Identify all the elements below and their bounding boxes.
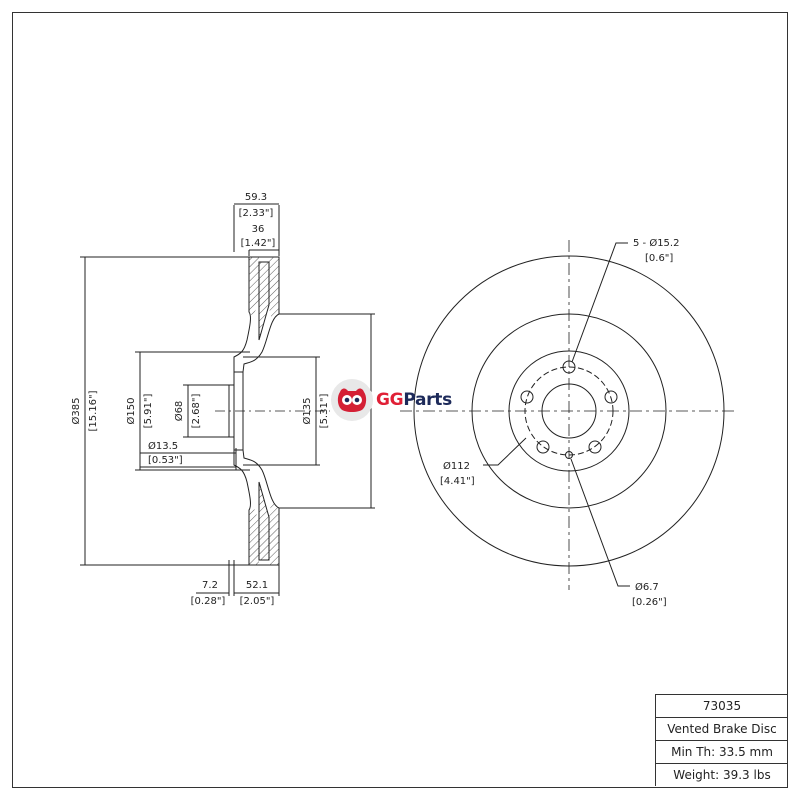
hat-height-mm: 52.1 [246, 580, 268, 591]
weight: Weight: 39.3 lbs [655, 763, 788, 786]
upper-vent-slot [258, 261, 270, 341]
bolt-hole-3 [588, 440, 602, 454]
leader-bolt-holes [571, 242, 628, 363]
part-description: Vented Brake Disc [655, 717, 788, 740]
leader-bolt-circle [483, 437, 527, 466]
lower-vent-slot [258, 481, 270, 561]
bolt-circle-mm: Ø112 [443, 460, 470, 472]
center-bore-in: [2.68"] [191, 394, 202, 429]
ggparts-logo: GGParts [330, 372, 480, 428]
bolt-hole-2 [604, 390, 618, 404]
outer-diameter-mm: Ø385 [70, 398, 82, 425]
hat-thickness-in: [0.28"] [191, 596, 226, 607]
part-number: 73035 [655, 694, 788, 717]
overall-width-in: [2.33"] [239, 208, 274, 219]
drawing-frame [12, 12, 788, 788]
locator-hole-in: [0.26"] [632, 597, 667, 608]
inner-face-mm: Ø135 [301, 398, 313, 425]
leader-locator-hole [570, 458, 630, 587]
hat-diameter-in: [5.91"] [143, 394, 154, 429]
logo-gg-text: GG [376, 390, 404, 410]
hat-height-in: [2.05"] [240, 596, 275, 607]
small-hole-in: [0.53"] [148, 455, 183, 466]
bolt-hole-4 [536, 440, 550, 454]
bolt-hole-5 [520, 390, 534, 404]
hat-diameter-mm: Ø150 [125, 398, 137, 425]
bolt-circle-in: [4.41"] [440, 476, 475, 487]
vent-width-mm: 36 [252, 224, 265, 235]
bolt-holes-mm: 5 - Ø15.2 [633, 237, 679, 249]
ggparts-badge-icon [331, 379, 373, 421]
logo-parts-text: Parts [403, 390, 452, 410]
title-block: 73035 Vented Brake Disc Min Th: 33.5 mm … [655, 694, 788, 788]
overall-width-mm: 59.3 [245, 192, 267, 203]
hat-thickness-mm: 7.2 [202, 580, 218, 591]
locator-hole-mm: Ø6.7 [635, 581, 659, 593]
vent-width-in: [1.42"] [241, 238, 276, 249]
outer-diameter-in: [15.16"] [88, 390, 99, 431]
min-thickness: Min Th: 33.5 mm [655, 740, 788, 763]
inner-face-in: [5.31"] [319, 394, 330, 429]
bolt-holes-in: [0.6"] [645, 253, 673, 264]
small-hole-mm: Ø13.5 [148, 440, 178, 452]
center-bore-mm: Ø68 [173, 401, 185, 422]
